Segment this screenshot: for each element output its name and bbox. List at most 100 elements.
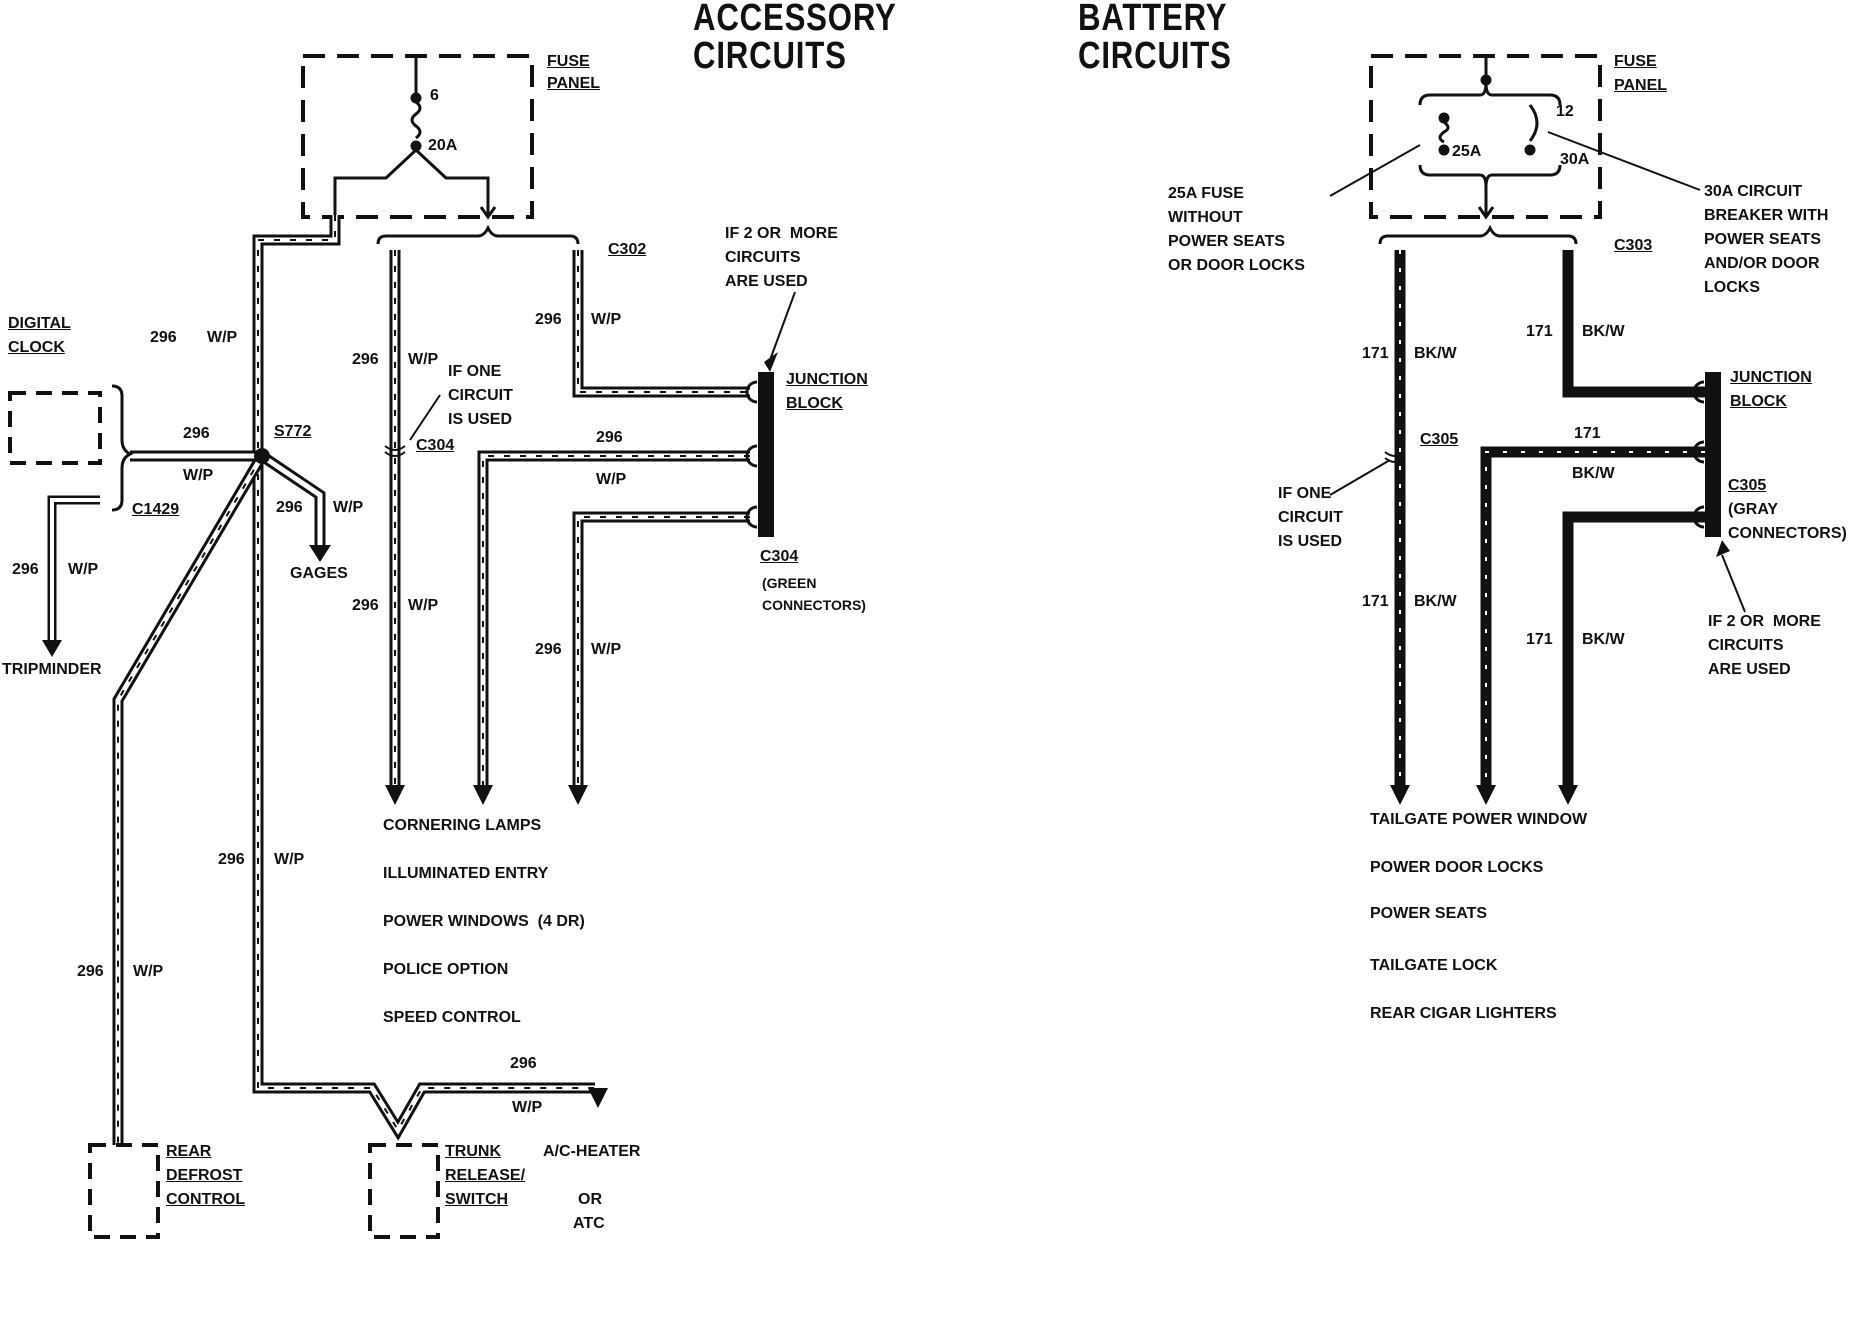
tripminder-label: TRIPMINDER	[2, 661, 102, 678]
wire-label-circuit: 296	[77, 963, 104, 980]
digital-clock-box	[8, 391, 102, 465]
connector-c305-label: C305	[1728, 477, 1767, 494]
wire-label-color: W/P	[512, 1099, 543, 1116]
connector-c304-label: C304	[760, 548, 799, 565]
wire-label-color: W/P	[274, 851, 305, 868]
accessory-load-3: POWER WINDOWS (4 DR)	[383, 913, 585, 930]
wire-label-circuit: 296	[218, 851, 245, 868]
accessory-wires	[47, 215, 750, 1145]
trunk-release-label-1: TRUNK	[445, 1143, 501, 1160]
battery-junction-block-label-1: JUNCTION	[1730, 369, 1812, 386]
battery-fuse-number: 12	[1556, 103, 1574, 120]
wire-label-circuit: 296	[183, 425, 210, 442]
note-25a-4: OR DOOR LOCKS	[1168, 257, 1305, 274]
battery-note-one-circuit-2: CIRCUIT	[1278, 509, 1343, 526]
note-one-circuit-1: IF ONE	[448, 363, 502, 380]
wire-label-circuit: 296	[12, 561, 39, 578]
battery-wires	[1394, 250, 1705, 785]
junction-block-accessory	[758, 372, 774, 537]
rear-defrost-label-1: REAR	[166, 1143, 212, 1160]
wire-label-color: W/P	[333, 499, 364, 516]
battery-junction-block-label-2: BLOCK	[1730, 393, 1787, 410]
note-25a-3: POWER SEATS	[1168, 233, 1286, 250]
connector-c304-inline: C304	[416, 437, 455, 454]
note-two-circuits-2: CIRCUITS	[725, 249, 801, 266]
rear-defrost-box	[88, 1143, 160, 1239]
connector-c302: C302	[608, 241, 647, 258]
rear-defrost-label-2: DEFROST	[166, 1167, 243, 1184]
junction-block-label-1: JUNCTION	[786, 371, 868, 388]
battery-wire-label-color: BK/W	[1414, 345, 1457, 362]
battery-wire-label-color: BK/W	[1582, 323, 1625, 340]
battery-load-4: TAILGATE LOCK	[1370, 957, 1498, 974]
connector-c305-note-1: (GRAY	[1728, 501, 1779, 518]
battery-note-one-circuit-1: IF ONE	[1278, 485, 1332, 502]
battery-load-1: TAILGATE POWER WINDOW	[1370, 811, 1588, 828]
battery-fuse-symbols	[1418, 56, 1562, 220]
digital-clock-label-2: CLOCK	[8, 339, 65, 356]
wire-label-color: W/P	[596, 471, 627, 488]
accessory-load-5: SPEED CONTROL	[383, 1009, 521, 1026]
fuse-6-symbol	[333, 56, 497, 220]
wire-label-color: W/P	[591, 641, 622, 658]
splice-s772: S772	[274, 423, 312, 440]
battery-breaker-rating: 30A	[1560, 151, 1590, 168]
battery-arrows	[1390, 785, 1578, 805]
battery-wire-label-color: BK/W	[1572, 465, 1615, 482]
note-25a-2: WITHOUT	[1168, 209, 1243, 226]
battery-wire-label-color: BK/W	[1414, 593, 1457, 610]
gages-label: GAGES	[290, 565, 348, 582]
wire-label-color: W/P	[68, 561, 99, 578]
accessory-title-line1: ACCESSORY	[693, 0, 897, 39]
note-one-circuit-2: CIRCUIT	[448, 387, 513, 404]
c303-brace	[1378, 224, 1578, 245]
battery-wire-label-circuit: 171	[1526, 631, 1553, 648]
note-30a-2: BREAKER WITH	[1704, 207, 1829, 224]
rear-defrost-label-3: CONTROL	[166, 1191, 246, 1208]
connector-c304-note-1: (GREEN	[762, 575, 817, 591]
note-two-circuits-3: ARE USED	[725, 273, 808, 290]
accessory-load-4: POLICE OPTION	[383, 961, 509, 978]
junction-block-label-2: BLOCK	[786, 395, 843, 412]
connector-c304-note-2: CONNECTORS)	[762, 597, 866, 613]
wire-label-circuit: 296	[276, 499, 303, 516]
battery-wire-label-circuit: 171	[1362, 345, 1389, 362]
trunk-release-label-2: RELEASE/	[445, 1167, 526, 1184]
battery-note-two-circuits-1: IF 2 OR MORE	[1708, 613, 1821, 630]
c302-brace	[376, 224, 580, 245]
battery-load-2: POWER DOOR LOCKS	[1370, 859, 1544, 876]
wire-label-color: W/P	[591, 311, 622, 328]
connector-c303: C303	[1614, 237, 1653, 254]
connector-c305-note-2: CONNECTORS)	[1728, 525, 1847, 542]
note-30a-1: 30A CIRCUIT	[1704, 183, 1803, 200]
ac-heater-label-2: OR	[578, 1191, 602, 1208]
wire-label-color: W/P	[408, 351, 439, 368]
wire-label-circuit: 296	[150, 329, 177, 346]
fuse-rating: 20A	[428, 137, 458, 154]
ac-heater-label-1: A/C-HEATER	[543, 1143, 641, 1160]
s772-splice-dot	[254, 448, 270, 464]
accessory-load-1: CORNERING LAMPS	[383, 817, 542, 834]
ac-heater-label-3: ATC	[573, 1215, 605, 1232]
accessory-load-2: ILLUMINATED ENTRY	[383, 865, 549, 882]
note-one-circuit-3: IS USED	[448, 411, 513, 428]
battery-note-two-circuits-2: CIRCUITS	[1708, 637, 1784, 654]
connector-c305-inline: C305	[1420, 431, 1459, 448]
wire-label-circuit: 296	[535, 641, 562, 658]
battery-note-two-circuits-3: ARE USED	[1708, 661, 1791, 678]
battery-title-line2: CIRCUITS	[1078, 35, 1232, 77]
note-30a-4: AND/OR DOOR	[1704, 255, 1820, 272]
fuse-panel-label-2: PANEL	[547, 75, 601, 92]
note-30a-5: LOCKS	[1704, 279, 1760, 296]
wire-label-color: W/P	[183, 467, 214, 484]
connector-c1429: C1429	[132, 501, 180, 518]
accessory-arrows	[42, 545, 608, 1108]
trunk-release-label-3: SWITCH	[445, 1191, 509, 1208]
fuse-number: 6	[430, 87, 439, 104]
digital-clock-label-1: DIGITAL	[8, 315, 71, 332]
battery-wire-label-color: BK/W	[1582, 631, 1625, 648]
note-30a-3: POWER SEATS	[1704, 231, 1822, 248]
junction-block-battery	[1705, 372, 1721, 537]
battery-wire-label-circuit: 171	[1526, 323, 1553, 340]
battery-wire-label-circuit: 171	[1362, 593, 1389, 610]
